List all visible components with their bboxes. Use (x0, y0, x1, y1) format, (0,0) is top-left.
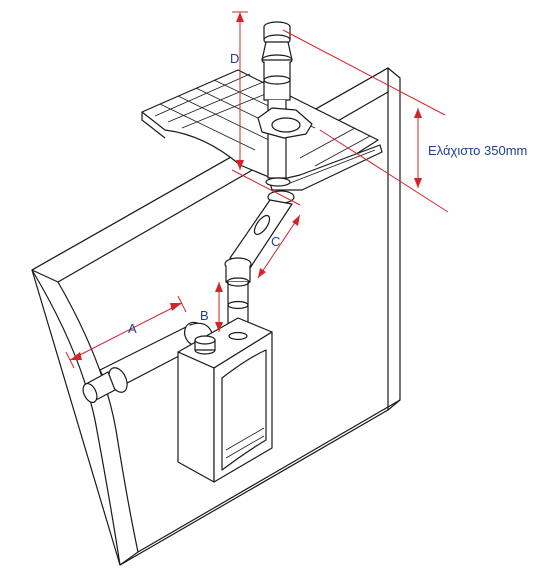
label-b: B (200, 308, 209, 323)
dimension-lines (65, 11, 449, 369)
label-minimum-350mm: Ελάχιστο 350mm (428, 143, 527, 158)
roof-slab (141, 69, 383, 191)
label-d: D (230, 51, 239, 66)
label-c: C (271, 234, 280, 249)
vertical-flue-terminal (257, 21, 313, 187)
label-a: A (128, 321, 137, 336)
boiler (177, 317, 273, 483)
